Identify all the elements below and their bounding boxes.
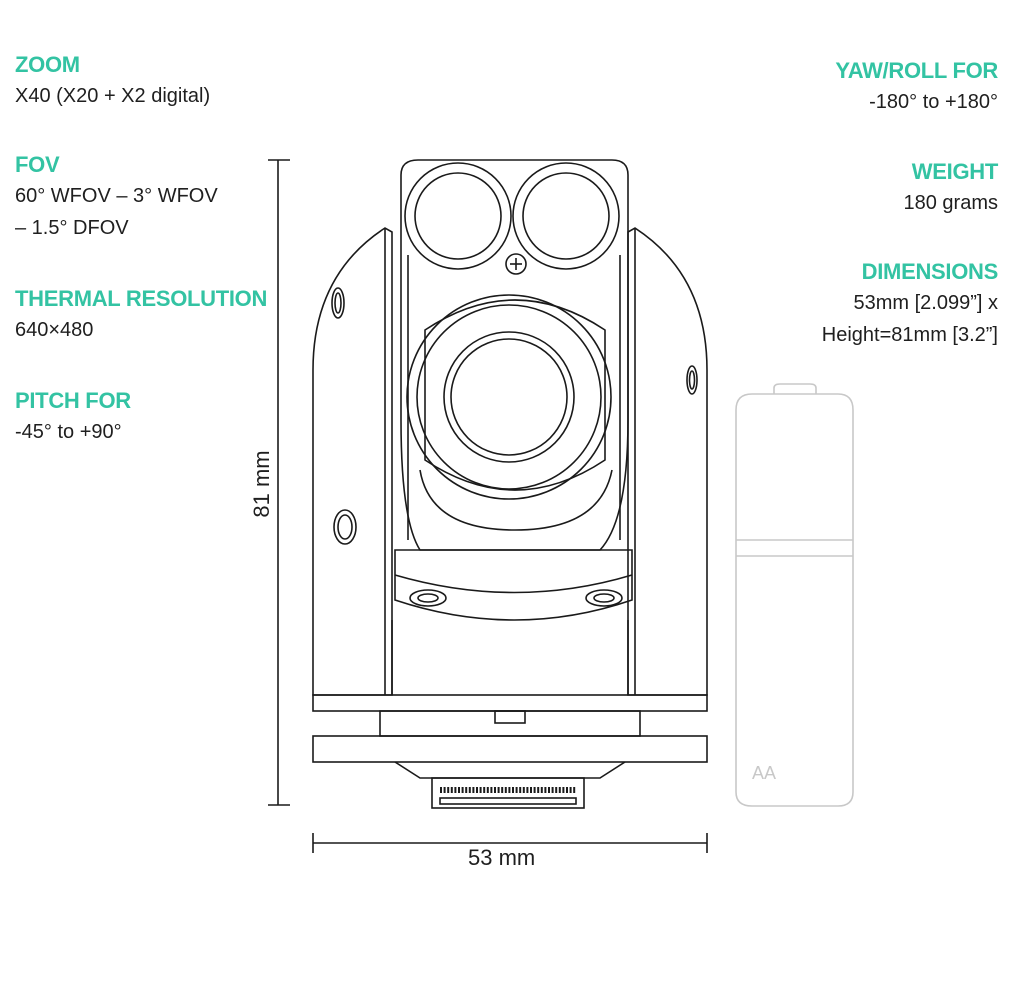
height-dimension-line [268,159,290,806]
spec-value: 53mm [2.099”] x Height=81mm [3.2”] [821,292,998,346]
aa-battery-icon [735,383,854,807]
height-dimension-label: 81 mm [249,450,274,518]
spec-label: DIMENSIONS [861,259,999,284]
spec-value: X40 (X20 + X2 digital) [15,85,211,107]
spec-yaw-roll: YAW/ROLL FOR -180° to +180° [835,56,998,118]
spec-value: 180 grams [903,192,999,214]
spec-thermal-resolution: THERMAL RESOLUTION 640×480 [15,284,267,346]
spec-zoom: ZOOM X40 (X20 + X2 digital) [15,50,210,112]
spec-label: FOV [15,152,60,177]
spec-label: ZOOM [15,52,80,77]
width-dimension-line [312,833,708,853]
spec-value: -180° to +180° [869,91,998,113]
spec-label: THERMAL RESOLUTION [15,286,268,311]
gimbal-base [312,549,708,809]
battery-label: AA [752,763,776,783]
spec-value: 60° WFOV – 3° WFOV – 1.5° DFOV [15,185,218,239]
spec-pitch: PITCH FOR -45° to +90° [15,386,131,448]
spec-value: -45° to +90° [15,421,122,443]
left-yoke-arm [312,227,393,696]
camera-head [400,159,629,551]
spec-label: YAW/ROLL FOR [835,58,998,83]
width-dimension-label: 53 mm [468,845,536,870]
spec-label: WEIGHT [911,159,999,184]
spec-weight: WEIGHT 180 grams [904,157,999,219]
spec-fov: FOV 60° WFOV – 3° WFOV – 1.5° DFOV [15,150,218,244]
right-yoke-arm [627,227,708,696]
spec-dimensions: DIMENSIONS 53mm [2.099”] x Height=81mm [… [821,257,999,351]
spec-value: 640×480 [15,319,94,341]
spec-label: PITCH FOR [15,388,131,413]
